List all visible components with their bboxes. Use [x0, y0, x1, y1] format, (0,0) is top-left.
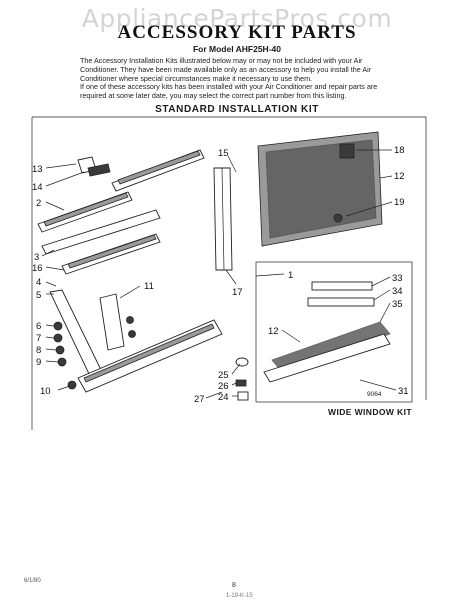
callout-5: 5: [36, 290, 41, 301]
part-bracket-13: [77, 156, 111, 177]
callout-6: 6: [36, 321, 41, 332]
callout-8: 8: [36, 345, 41, 356]
wide-kit-title: WIDE WINDOW KIT: [328, 407, 412, 417]
intro-paragraph-1: The Accessory Installation Kits illustra…: [80, 56, 372, 84]
callout-24: 24: [218, 392, 229, 403]
figure-code: 9064: [367, 391, 382, 398]
callout-4: 4: [36, 277, 41, 288]
diagram-frame: [32, 116, 427, 400]
part-hardware: [53, 316, 136, 390]
callout-1: 1: [288, 270, 293, 281]
part-screw-19: [333, 213, 343, 223]
callout-9: 9: [36, 357, 41, 368]
callout-leaders: [41, 149, 397, 399]
model-subtitle: For Model AHF25H-40: [192, 44, 281, 54]
part-wide-kit: [263, 281, 391, 383]
callout-3: 3: [34, 252, 39, 263]
page-number: 8: [232, 582, 236, 589]
callout-31: 31: [398, 386, 409, 397]
footer-code-left: 6/1/80: [24, 578, 41, 584]
callout-19: 19: [394, 197, 405, 208]
part-grille-12: [257, 131, 383, 247]
callout-34: 34: [392, 286, 403, 297]
callout-26: 26: [218, 381, 229, 392]
watermark-text: AppliancePartsPros.com: [81, 4, 393, 33]
part-frame-arm-11: [49, 289, 223, 393]
callout-27: 27: [194, 394, 205, 405]
callout-33: 33: [392, 273, 403, 284]
callout-13: 13: [32, 164, 43, 175]
callout-17: 17: [232, 287, 243, 298]
callout-25: 25: [218, 370, 229, 381]
callout-16: 16: [32, 263, 43, 274]
part-small-24-26: [235, 357, 249, 401]
callout-11: 11: [144, 281, 154, 292]
callout-14: 14: [32, 182, 43, 193]
footer-code-bottom: 1-19-K-15: [226, 593, 253, 599]
part-clip-18: [339, 143, 355, 159]
callout-12-wide: 12: [268, 326, 279, 337]
standard-kit-title: STANDARD INSTALLATION KIT: [155, 104, 319, 115]
intro-paragraph-2: If one of these accessory kits has been …: [80, 82, 378, 101]
callout-35: 35: [392, 299, 403, 310]
wide-window-kit-box: [255, 261, 413, 403]
part-rails: [37, 149, 205, 275]
callout-12-top: 12: [394, 171, 405, 182]
callout-15: 15: [218, 148, 229, 159]
callout-2: 2: [36, 198, 41, 209]
callout-10: 10: [40, 386, 51, 397]
page-title: ACCESSORY KIT PARTS: [117, 22, 357, 43]
callout-18: 18: [394, 145, 405, 156]
callout-7: 7: [36, 333, 41, 344]
